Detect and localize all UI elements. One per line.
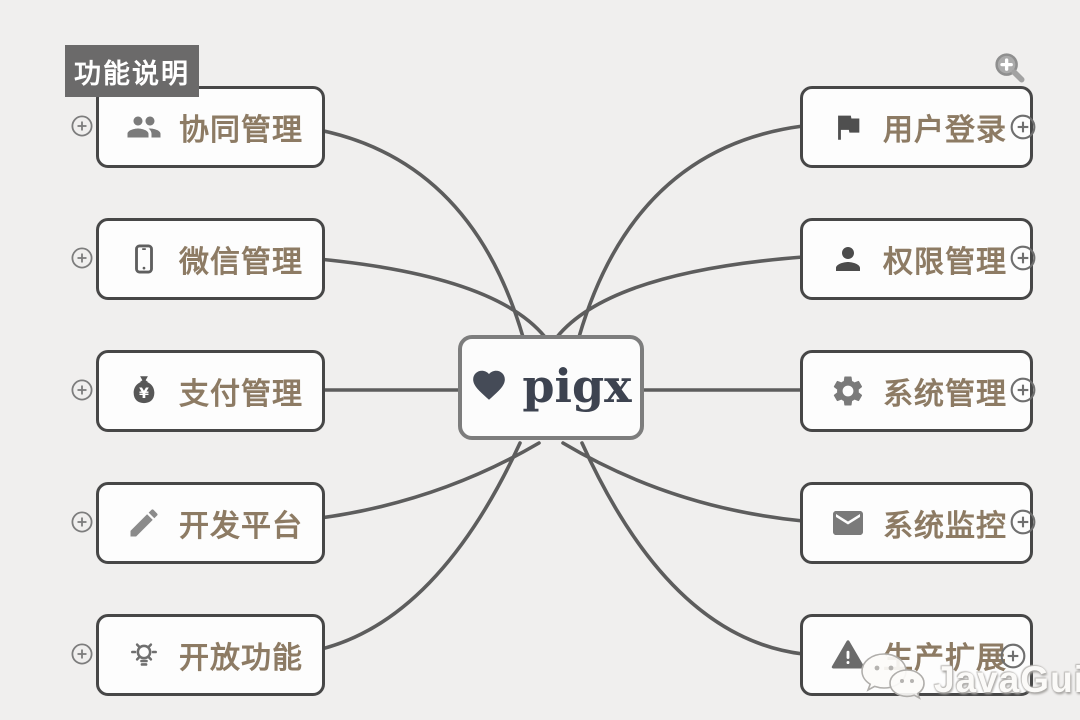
node-label: 系统管理 — [883, 378, 1007, 411]
warning-triangle-icon — [830, 637, 866, 673]
node-label: 用户登录 — [883, 114, 1007, 147]
expand-button-system-management[interactable] — [1010, 377, 1036, 403]
node-label: 协同管理 — [179, 114, 303, 147]
node-system-monitor[interactable]: 系统监控 — [800, 482, 1033, 564]
pencil-icon — [126, 505, 162, 541]
node-system-management[interactable]: 系统管理 — [800, 350, 1033, 432]
expand-button-user-login[interactable] — [1010, 114, 1036, 140]
link-curve — [293, 255, 547, 339]
gear-icon — [830, 373, 866, 409]
expand-button-wechat[interactable] — [71, 247, 93, 269]
node-label: 生产扩展 — [883, 642, 1007, 675]
node-wechat-management[interactable]: 微信管理 — [96, 218, 325, 300]
expand-button-collaboration[interactable] — [71, 115, 93, 137]
link-curve — [293, 441, 541, 523]
users-icon — [126, 109, 162, 145]
node-label: 权限管理 — [883, 246, 1007, 279]
expand-button-open-features[interactable] — [71, 643, 93, 665]
node-user-login[interactable]: 用户登录 — [800, 86, 1033, 168]
node-label: 系统监控 — [883, 510, 1007, 543]
node-label: 开发平台 — [179, 510, 303, 543]
envelope-icon — [830, 505, 866, 541]
node-payment-management[interactable]: ¥ 支付管理 — [96, 350, 325, 432]
link-curve — [293, 124, 525, 339]
link-curve — [580, 441, 805, 656]
legend-tag: 功能说明 — [65, 45, 199, 97]
expand-button-permission[interactable] — [1010, 245, 1036, 271]
center-node-label: pigx — [522, 358, 632, 413]
expand-button-system-monitor[interactable] — [1010, 509, 1036, 535]
tablet-icon — [126, 241, 162, 277]
node-dev-platform[interactable]: 开发平台 — [96, 482, 325, 564]
node-collaboration-management[interactable]: 协同管理 — [96, 86, 325, 168]
link-curve — [577, 124, 805, 339]
heart-icon — [470, 366, 508, 409]
flag-icon — [830, 109, 866, 145]
node-center-pigx[interactable]: pigx — [458, 335, 644, 440]
svg-text:¥: ¥ — [139, 386, 149, 402]
node-label: 支付管理 — [179, 378, 303, 411]
expand-button-payment[interactable] — [71, 379, 93, 401]
node-open-features[interactable]: 开放功能 — [96, 614, 325, 696]
link-curve — [555, 255, 805, 339]
lightbulb-icon — [126, 637, 162, 673]
node-permission-management[interactable]: 权限管理 — [800, 218, 1033, 300]
expand-button-dev-platform[interactable] — [71, 511, 93, 533]
magnifier-plus-icon[interactable] — [990, 48, 1028, 89]
expand-button-production-extension[interactable] — [1000, 643, 1026, 669]
node-production-extension[interactable]: 生产扩展 — [800, 614, 1033, 696]
money-bag-icon: ¥ — [126, 373, 162, 409]
node-label: 微信管理 — [179, 246, 303, 279]
node-label: 开放功能 — [179, 642, 303, 675]
link-curve — [293, 441, 522, 656]
user-icon — [830, 241, 866, 277]
